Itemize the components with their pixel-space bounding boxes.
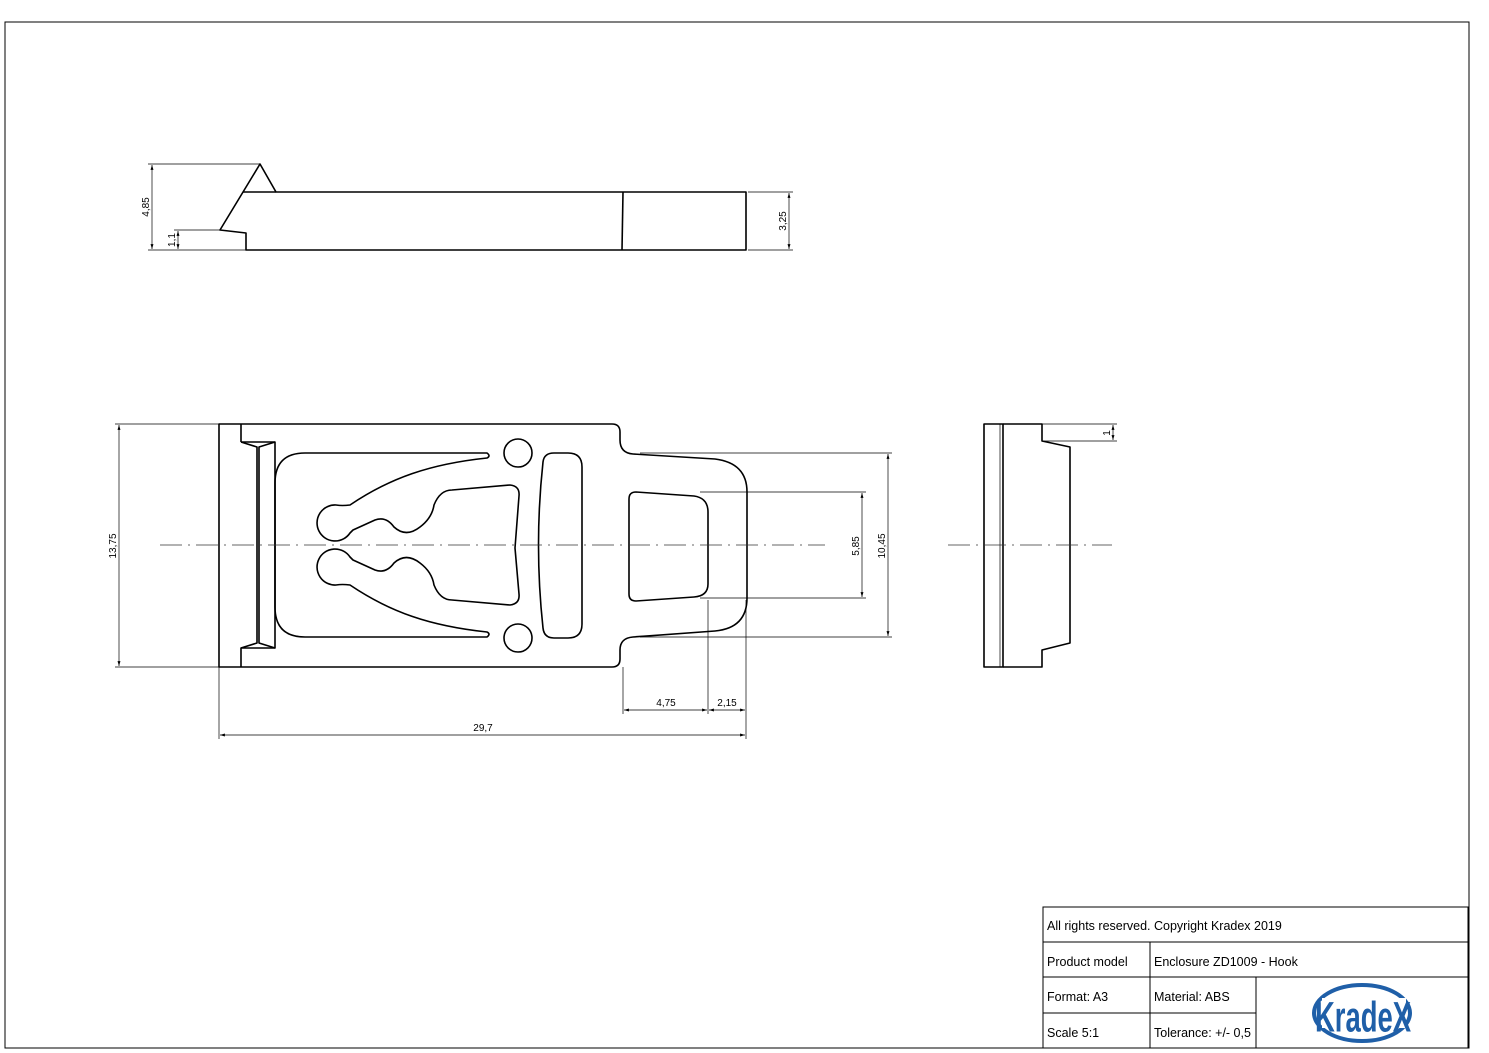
dim-13-75: 13,75	[108, 533, 119, 558]
kradex-logo: KradeX	[1312, 983, 1412, 1043]
page-border	[4, 21, 1470, 1049]
dim-2-15: 2,15	[717, 698, 737, 709]
product-model-label: Product model	[1047, 955, 1128, 969]
dim-1: 1	[1102, 430, 1113, 436]
format-text: Format: A3	[1047, 990, 1108, 1004]
dim-3-25: 3,25	[778, 211, 789, 231]
copyright-text: All rights reserved. Copyright Kradex 20…	[1047, 919, 1282, 933]
dim-29-7: 29,7	[473, 723, 493, 734]
svg-text:KradeX: KradeX	[1315, 994, 1411, 1041]
dim-10-45: 10,45	[877, 533, 888, 558]
tolerance-text: Tolerance: +/- 0,5	[1154, 1026, 1251, 1040]
front-view: 13,75 5,85 10,45 4,75 2,15 29,7	[108, 423, 892, 739]
dim-5-85: 5,85	[851, 536, 862, 556]
material-text: Material: ABS	[1154, 990, 1230, 1004]
dim-1-1: 1,1	[167, 233, 178, 247]
top-view: 4,85 1,1 3,25	[141, 163, 793, 251]
dim-4-85: 4,85	[141, 197, 152, 217]
product-model-value: Enclosure ZD1009 - Hook	[1154, 955, 1299, 969]
dim-4-75: 4,75	[656, 698, 676, 709]
side-view: 1	[948, 423, 1117, 668]
scale-text: Scale 5:1	[1047, 1026, 1099, 1040]
